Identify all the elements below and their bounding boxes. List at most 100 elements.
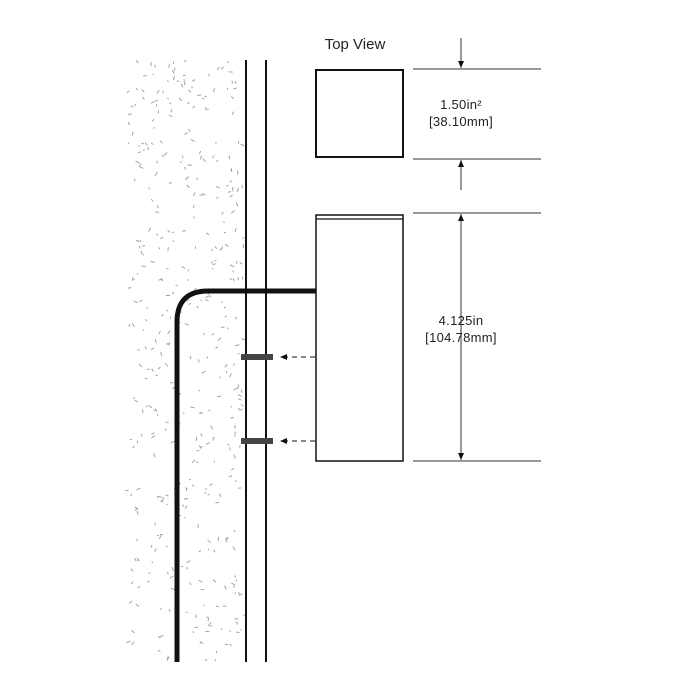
speckle [179,482,181,485]
speckle [187,164,193,166]
fixture-body [315,214,404,462]
speckle [186,184,190,189]
width-inches: 1.50in² [440,97,482,112]
speckle [226,537,229,541]
speckle [145,319,148,322]
speckle [238,398,242,401]
speckle [148,404,153,409]
speckle [217,536,220,541]
speckle [210,260,214,264]
speckle [220,66,224,70]
speckle [186,101,190,105]
speckle [207,539,212,543]
speckle [188,302,191,306]
top-view-title: Top View [324,36,386,53]
speckle [144,377,148,380]
speckle [156,205,159,209]
speckle [192,459,196,464]
speckle [166,571,169,575]
speckle [205,488,208,490]
speckle [186,299,190,302]
speckle [130,581,134,585]
speckle [168,181,173,184]
speckle [131,131,134,136]
speckle [197,359,200,363]
speckle [184,178,188,180]
speckle [158,496,163,498]
speckle [135,59,139,64]
speckle [201,370,206,374]
speckle [144,346,148,350]
speckle [167,229,171,233]
speckle [134,557,137,562]
speckle [164,362,168,367]
speckle [130,105,134,108]
speckle [202,158,206,163]
speckle [215,346,219,349]
speckle [134,399,138,403]
speckle [216,186,220,189]
speckle [168,114,173,117]
speckle [141,265,146,268]
speckle [184,323,189,326]
speckle [130,568,134,572]
speckle [207,493,210,496]
speckle [224,363,228,368]
speckle [212,436,215,441]
speckle [236,631,240,634]
speckle [166,310,169,312]
speckle [204,659,208,662]
speckle [132,445,135,449]
speckle [205,299,209,302]
speckle [161,155,165,157]
speckle [152,126,155,129]
speckle [192,79,195,82]
speckle [132,323,135,328]
width-mm: [38.10mm] [428,114,494,129]
speckle [231,80,234,84]
speckle [137,151,141,154]
speckle [200,433,203,437]
speckle [229,180,232,183]
speckle [237,277,239,281]
speckle [150,198,154,202]
speckle [160,500,164,503]
speckle [138,363,143,368]
speckle [240,143,245,147]
speckle [224,585,227,590]
speckle [173,75,175,81]
speckle [234,316,238,320]
speckle [151,368,154,372]
speckle [133,300,138,303]
speckle [157,649,161,653]
speckle [199,445,201,449]
speckle [142,329,145,331]
speckle [158,278,163,281]
speckle [241,276,244,280]
speckle [217,395,222,398]
speckle [135,603,140,607]
speckle [225,539,228,543]
speckle [168,102,172,105]
speckle [234,592,237,595]
speckle [234,575,236,578]
speckle [135,239,139,242]
speckle [210,425,214,430]
speckle [186,560,191,564]
speckle [190,406,195,409]
speckle [139,299,143,303]
speckle [166,342,171,345]
speckle [234,431,237,434]
speckle [188,89,192,93]
speckle [195,461,199,463]
speckle [132,396,135,400]
speckle [232,87,237,90]
speckle [150,101,155,104]
speckle [129,493,133,497]
speckle [215,501,219,504]
speckle [230,405,232,408]
speckle [216,197,219,199]
speckle [167,80,170,83]
speckle [131,641,135,646]
